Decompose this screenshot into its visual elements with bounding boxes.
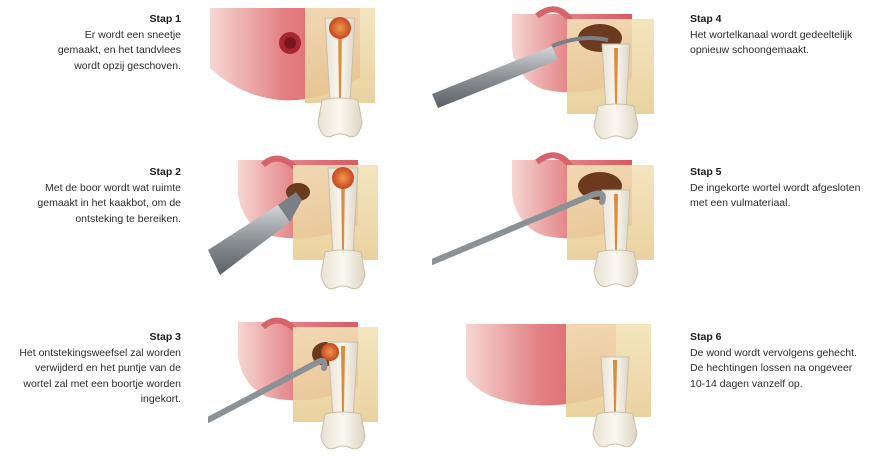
tooth-crown xyxy=(318,98,362,137)
step-2-text: Stap 2 Met de boor wordt wat ruimte gema… xyxy=(6,165,181,227)
infection-site xyxy=(329,17,351,39)
step-5-title: Stap 5 xyxy=(690,165,876,181)
tooth-crown xyxy=(321,250,365,289)
step-3-description: Het ontstekingsweefsel zal worden verwij… xyxy=(6,346,181,408)
step-3-text: Stap 3 Het ontstekingsweefsel zal worden… xyxy=(6,330,181,408)
step-2-illustration xyxy=(208,150,388,295)
step-6-title: Stap 6 xyxy=(690,330,876,346)
tooth-crown xyxy=(321,412,365,449)
step-5-description: De ingekorte wortel wordt afgesloten met… xyxy=(690,181,876,212)
step-2-title: Stap 2 xyxy=(6,165,181,181)
step-5-illustration xyxy=(432,150,662,295)
step-3-title: Stap 3 xyxy=(6,330,181,346)
step-4-description: Het wortelkanaal wordt gedeeltelijk opni… xyxy=(690,28,876,59)
step-5-text: Stap 5 De ingekorte wortel wordt afgeslo… xyxy=(690,165,876,212)
step-3-illustration xyxy=(208,312,388,454)
step-4-title: Stap 4 xyxy=(690,12,876,28)
step-6-description: De wond wordt vervolgens gehecht. De hec… xyxy=(690,346,876,393)
step-1-description: Er wordt een sneetje gemaakt, en het tan… xyxy=(6,28,181,75)
step-1-illustration xyxy=(210,8,390,143)
step-4-illustration xyxy=(432,4,662,144)
infection-site xyxy=(332,167,354,189)
step-2-description: Met de boor wordt wat ruimte gemaakt in … xyxy=(6,181,181,228)
step-1-text: Stap 1 Er wordt een sneetje gemaakt, en … xyxy=(6,12,181,74)
step-6-illustration xyxy=(466,312,666,454)
tooth-crown xyxy=(594,104,638,139)
tooth-crown xyxy=(594,250,638,287)
step-6-text: Stap 6 De wond wordt vervolgens gehecht.… xyxy=(690,330,876,392)
tooth-crown xyxy=(593,412,637,447)
step-4-text: Stap 4 Het wortelkanaal wordt gedeelteli… xyxy=(690,12,876,59)
step-1-title: Stap 1 xyxy=(6,12,181,28)
